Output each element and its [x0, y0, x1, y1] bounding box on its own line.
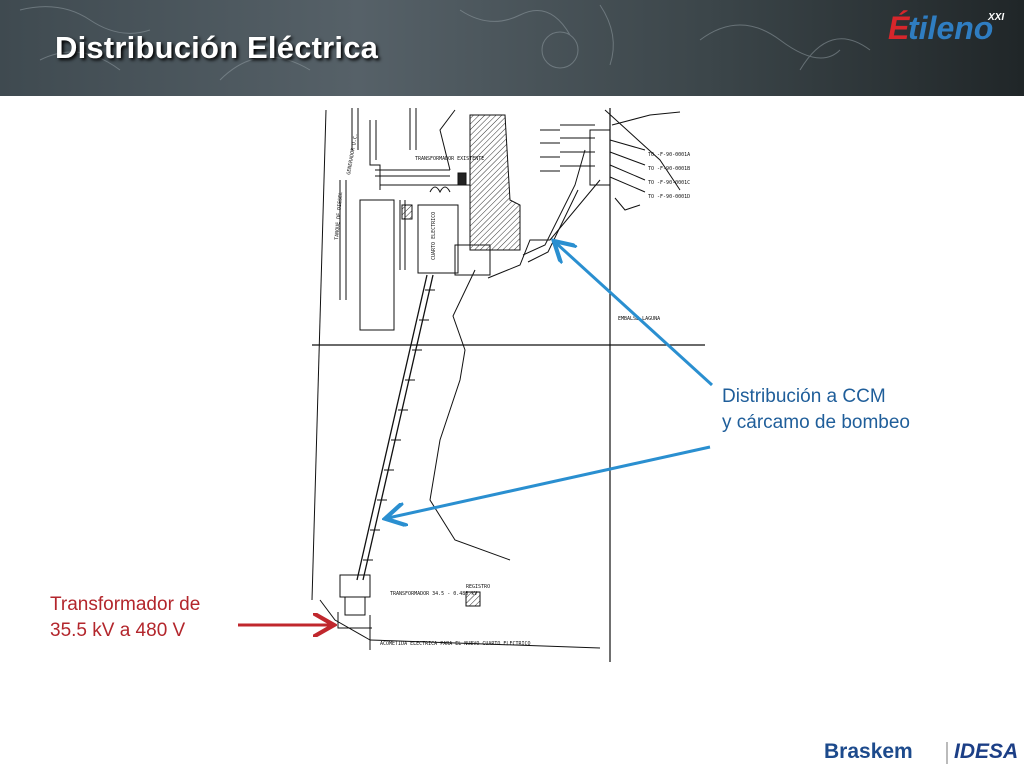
label-transformer-new: TRANSFORMADOR 34.5 - 0.480 kV — [390, 591, 477, 597]
logo-word: tileno — [908, 10, 994, 46]
label-to3: TO -F-90-0001C — [648, 180, 690, 186]
ccm-callout: Distribución a CCM y cárcamo de bombeo — [722, 384, 910, 436]
header-background-sketch — [19, 4, 871, 81]
ccm-arrow-lower — [388, 445, 711, 518]
page-title: Distribución Eléctrica — [55, 30, 379, 65]
transformer-callout: Transformador de 35.5 kV a 480 V — [50, 592, 200, 644]
plan-linework — [311, 108, 705, 662]
transformer-callout-line2: 35.5 kV a 480 V — [50, 620, 186, 641]
ccm-callout-line1: Distribución a CCM — [722, 386, 886, 407]
ccm-arrow-upper — [556, 243, 714, 387]
transformer-callout-line1: Transformador de — [50, 594, 201, 615]
drawing-text-labels: TRANSFORMADOR EXISTENTE GENERADOR D.C. T… — [334, 133, 690, 647]
label-registro: REGISTRO — [466, 584, 490, 590]
label-to4: TO -F-90-0001D — [648, 194, 690, 200]
ccm-callout-line2: y cárcamo de bombeo — [722, 412, 910, 433]
braskem-logo: Braskem — [824, 740, 913, 763]
label-feed: ACOMETIDA ELECTRICA PARA EL NUEVO CUARTO… — [380, 641, 531, 647]
label-diesel-tank: TANQUE DE DIESEL — [334, 192, 344, 241]
logo-separator — [946, 742, 948, 764]
label-electric-room: CUARTO ELECTRICO — [431, 212, 437, 260]
label-generator: GENERADOR D.C. — [346, 133, 359, 176]
slide-header: Distribución Eléctrica É tileno XXI — [0, 0, 1024, 96]
etileno-logo: É tileno XXI — [888, 8, 1008, 48]
logo-suffix: XXI — [988, 12, 1005, 23]
label-to2: TO -F-90-0001B — [648, 166, 690, 172]
footer-logos: Braskem IDESA — [822, 738, 1022, 766]
label-transformer-existing: TRANSFORMADOR EXISTENTE — [415, 156, 484, 162]
electrical-plan-drawing: TRANSFORMADOR EXISTENTE GENERADOR D.C. T… — [238, 108, 714, 662]
logo-accent: É — [888, 10, 910, 46]
label-to1: TO -F-90-0001A — [648, 152, 690, 158]
idesa-logo: IDESA — [954, 740, 1019, 763]
